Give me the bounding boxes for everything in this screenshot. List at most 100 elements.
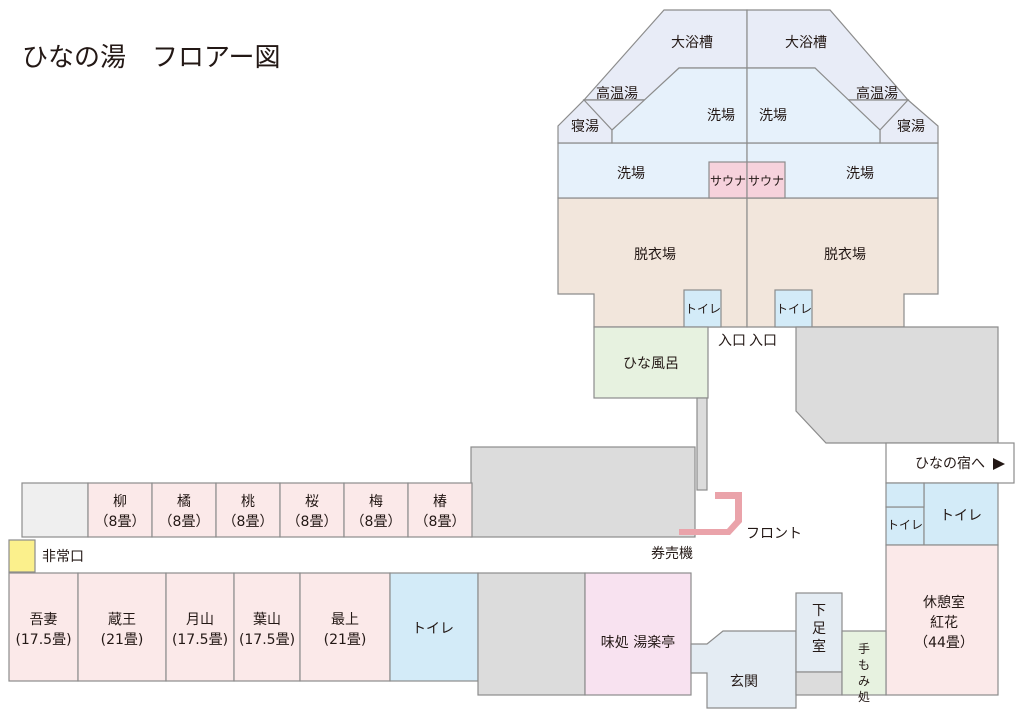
entrance-left-label: 入口 [718,333,746,349]
large-room-name: 吾妻 [30,612,58,628]
vertical-char: 処 [858,690,870,704]
large-room[interactable]: 蔵王 (21畳) [77,572,167,682]
vertical-char: 室 [812,638,826,655]
toilet-dressing-right[interactable] [774,289,813,328]
toilet-bottom[interactable] [389,572,479,682]
right-arrow-icon [993,458,1005,470]
front-desk[interactable] [679,492,742,535]
large-room-name: 蔵王 [108,612,136,628]
small-room-name: 椿 [433,494,447,510]
hina-furo-label: ひな風呂 [623,356,679,372]
sleeping-bath-right-label: 寝湯 [897,118,925,135]
sauna-right-label: サウナ [748,174,784,188]
storage-genkan [795,671,843,696]
sleeping-bath-left[interactable] [557,99,613,144]
map-title: ひなの湯 フロアー図 [22,43,280,73]
toilet-dressing-right-label: トイレ [776,302,812,316]
toilet-right-big-label: トイレ [940,508,982,524]
massage-label: 手もみ処 [858,642,870,704]
hina-yado-link[interactable] [885,442,1015,484]
front-desk-label: フロント [746,526,802,542]
storage-bottom [477,572,586,696]
large-room-size: (21畳) [101,632,144,648]
rest-room-line2: 紅花 [930,615,958,631]
large-room[interactable]: 最上(21畳) [299,572,391,682]
wash-upper-right-label: 洗場 [759,108,787,124]
small-room-size: （8畳） [223,514,274,530]
small-room-box[interactable] [343,482,409,538]
vertical-char: も [858,658,870,672]
dressing-right-label: 脱衣場 [824,247,866,263]
small-room-name: 柳 [113,493,127,510]
large-room[interactable]: 月山 (17.5畳) [165,572,235,682]
vertical-char: 手 [858,642,870,656]
massage-room[interactable] [841,630,887,696]
shoe-room-label: 下足室 [812,603,826,655]
sauna-right[interactable] [746,161,786,199]
large-room-size: (17.5畳) [239,632,295,648]
small-room[interactable]: 桃 （8畳） [215,482,281,538]
small-room-name: 橘 [177,494,191,510]
sleeping-bath-right[interactable] [879,99,939,144]
sauna-left[interactable] [708,161,748,199]
hina-furo[interactable] [593,326,709,399]
small-room-name: 梅 [369,494,383,510]
wash-area-upper-left[interactable] [611,67,748,144]
emergency-exit-marker[interactable] [8,539,36,573]
restaurant-label: 味処 湯楽亭 [601,634,675,651]
storage-left [21,482,89,538]
sleeping-bath-left-label: 寝湯 [571,118,599,135]
wash-lower-left-label: 洗場 [617,166,645,182]
small-room-box[interactable] [87,482,153,538]
dressing-left-label: 脱衣場 [634,247,676,263]
rest-room-benibana[interactable] [885,544,999,696]
small-room-size: （8畳） [351,514,402,530]
small-room-name: 桃 [241,494,255,510]
small-room-size: （8畳） [287,514,338,530]
small-room[interactable]: 柳 （8畳） [87,482,153,538]
large-room-size: (17.5畳) [15,632,71,648]
large-room-name: 月山 [186,612,214,628]
big-tub-left-label: 大浴槽 [671,35,713,51]
hot-bath-left-label: 高温湯 [596,85,638,102]
small-room-size: （8畳） [95,514,146,530]
large-room-box[interactable] [77,572,167,682]
restaurant-yurakutei[interactable] [584,572,692,696]
large-room-box[interactable] [8,572,79,682]
hot-bath-right-label: 高温湯 [856,85,898,102]
small-room-name: 桜 [305,494,319,510]
genkan[interactable] [690,630,797,709]
hina-yado-label: ひなの宿へ [915,455,985,472]
small-room[interactable]: 橘 （8畳） [151,482,217,538]
large-room-name: 最上 [331,612,359,628]
large-room-size: (17.5畳) [172,632,228,648]
corridor-wall [696,397,708,491]
large-room[interactable]: 葉山 (17.5畳) [233,572,301,682]
sauna-left-label: サウナ [710,174,746,188]
large-room-box[interactable] [299,572,391,682]
toilet-right-small-label: トイレ [887,518,923,532]
vertical-char: 下 [812,603,826,619]
small-room[interactable]: 椿 （8畳） [407,482,473,538]
small-room-box[interactable] [407,482,473,538]
large-room[interactable]: 吾妻 (17.5畳) [8,572,79,682]
wash-area-upper-right[interactable] [746,67,881,144]
toilet-dressing-left-label: トイレ [685,302,721,316]
big-tub-right-label: 大浴槽 [785,35,827,51]
large-room-box[interactable] [233,572,301,682]
toilet-right-small[interactable] [885,506,925,546]
vertical-char: み [858,674,870,688]
entrance-right-label: 入口 [749,333,777,349]
large-room-name: 葉山 [253,612,281,628]
toilet-bottom-label: トイレ [412,621,454,637]
small-room[interactable]: 桜 （8畳） [279,482,345,538]
small-room-size: （8畳） [159,514,210,530]
wash-lower-right-label: 洗場 [846,166,874,182]
toilet-dressing-left[interactable] [683,289,722,328]
small-room-size: （8畳） [415,514,466,530]
genkan-label: 玄関 [730,673,758,690]
small-room[interactable]: 梅 （8畳） [343,482,409,538]
small-room-box[interactable] [151,482,217,538]
storage-right [795,326,999,444]
